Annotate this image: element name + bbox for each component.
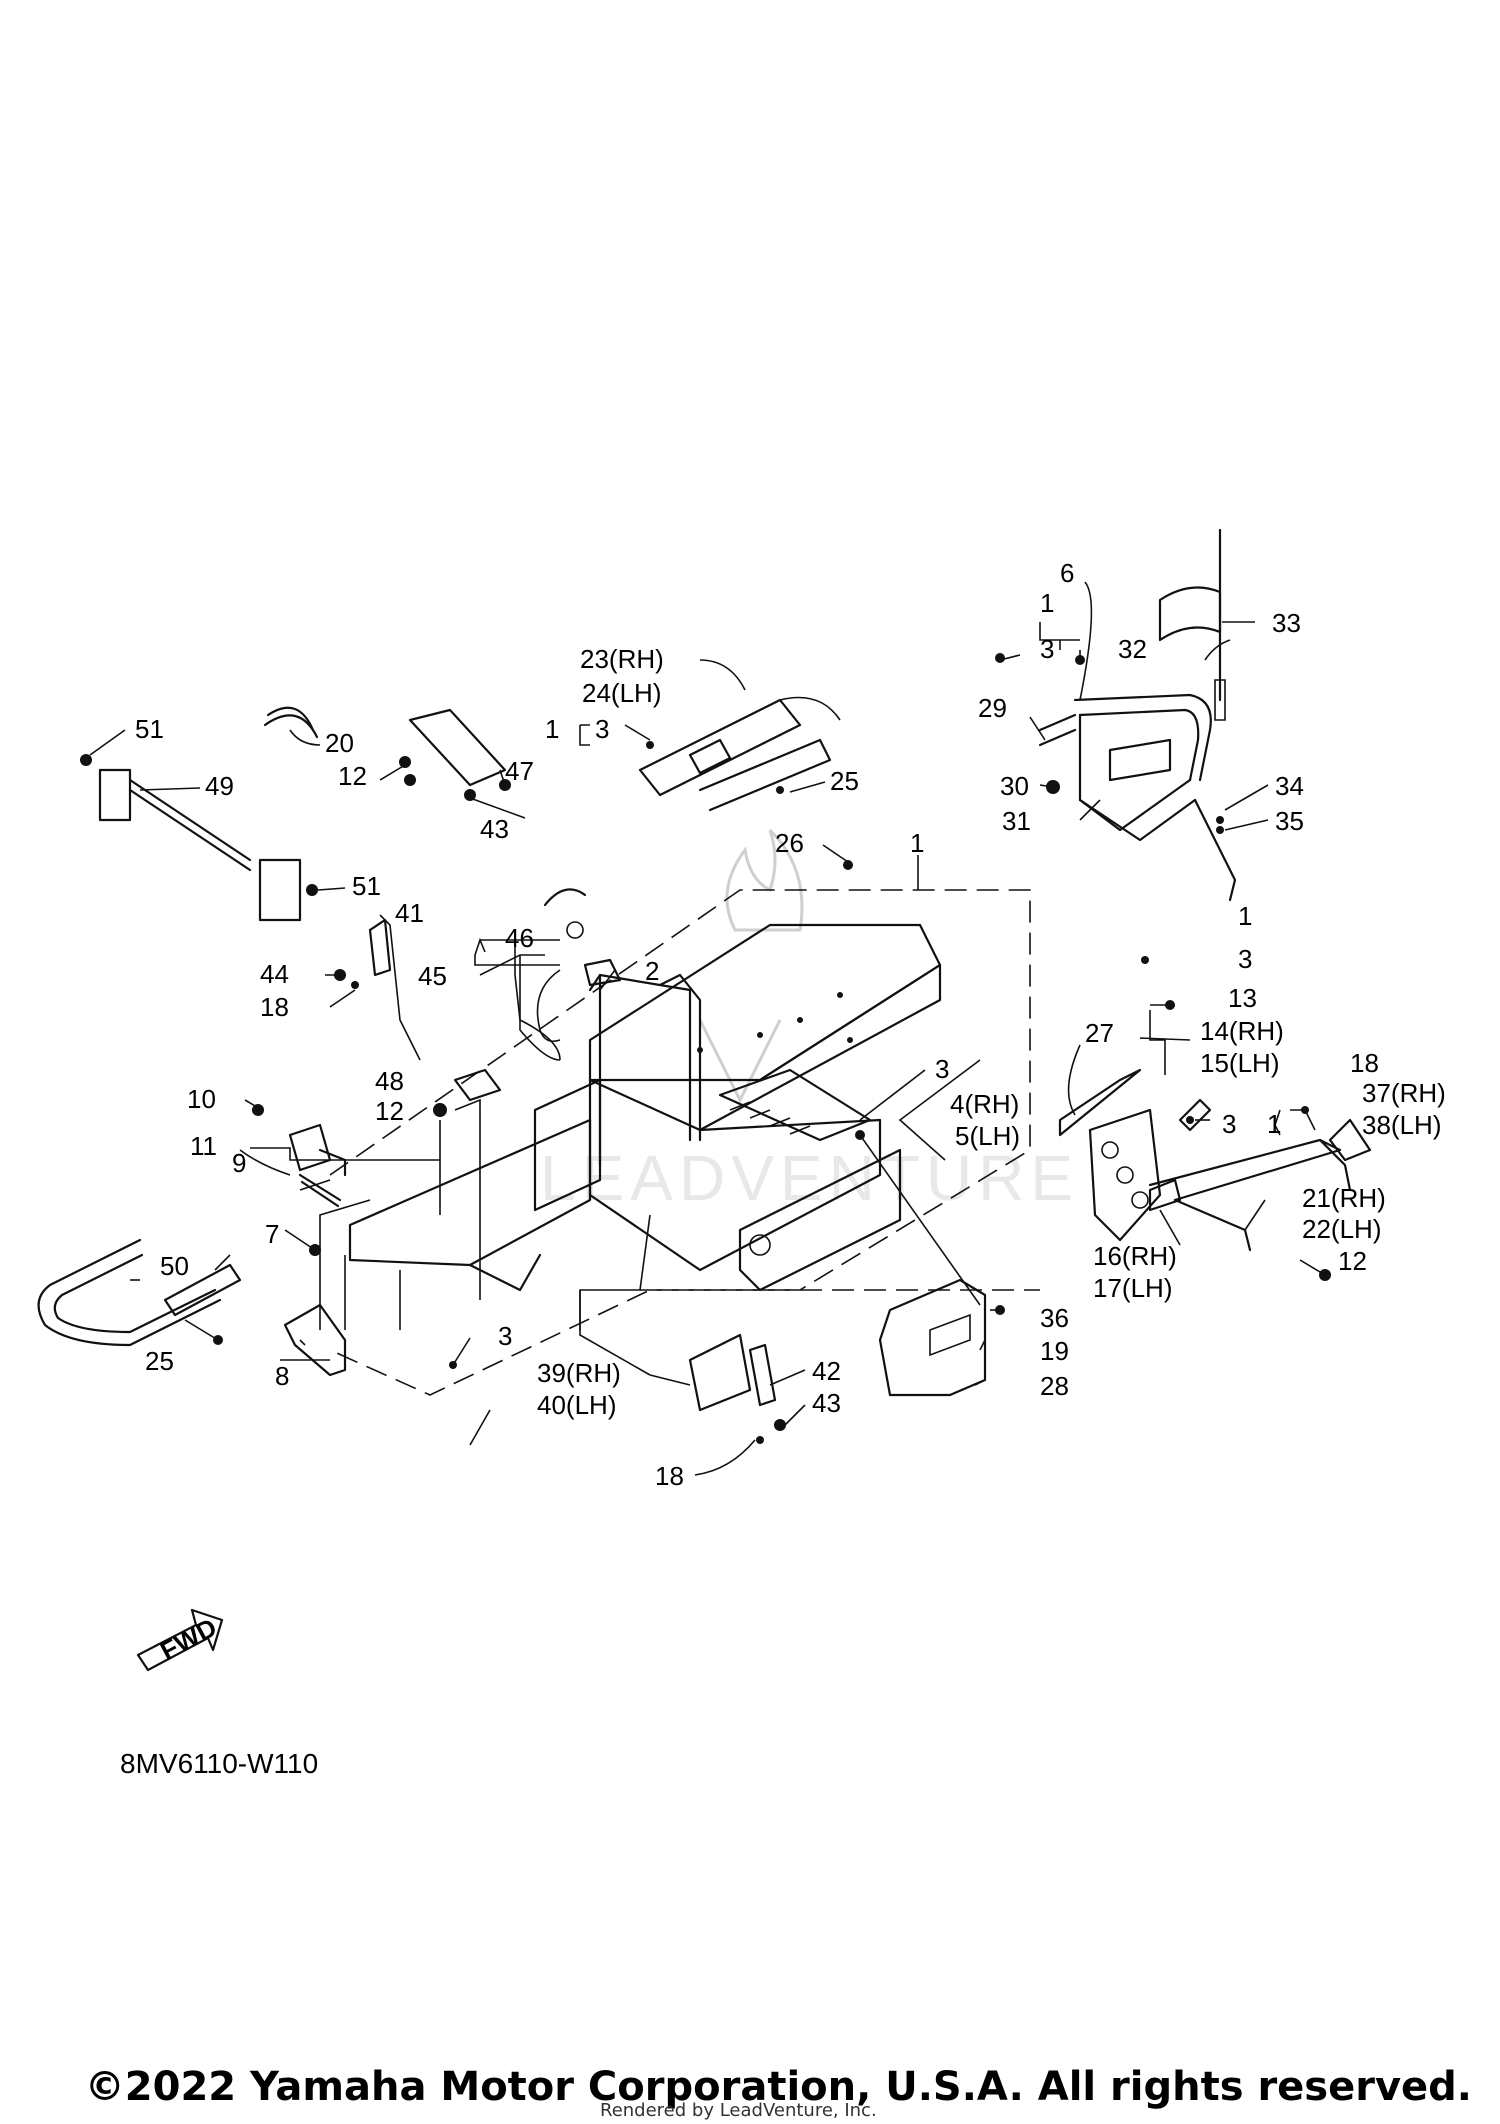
callout: 25 (830, 766, 859, 796)
part-2 (583, 958, 622, 987)
rail-23-24 (638, 696, 841, 812)
callout: 35 (1275, 806, 1304, 836)
plate-48 (433, 1068, 502, 1117)
grab-bar-29-33 (1038, 528, 1237, 902)
callout: 49 (205, 771, 234, 801)
rendered-by-notice: Rendered by LeadVenture, Inc. (600, 2100, 877, 2121)
callout: 29 (978, 693, 1007, 723)
callout: 12 (338, 761, 367, 791)
copyright-text: ©2022 Yamaha Motor Corporation, U.S.A. A… (84, 2064, 1472, 2110)
callout: 12 (375, 1096, 404, 1126)
callout: 6 (1060, 558, 1074, 588)
callout: 40(LH) (537, 1390, 616, 1420)
callout: 26 (775, 828, 804, 858)
callout: 3 (595, 714, 609, 744)
callout: 3 (1040, 634, 1054, 664)
callout: 19 (1040, 1336, 1069, 1366)
callout: 28 (1040, 1371, 1069, 1401)
callout: 1 (1267, 1109, 1281, 1139)
callout: 1 (545, 714, 559, 744)
callout: 3 (498, 1321, 512, 1351)
callout: 18 (655, 1461, 684, 1491)
callout: 16(RH) (1093, 1241, 1177, 1271)
callout: 44 (260, 959, 289, 989)
diagram-code: 8MV6110-W110 (120, 1748, 319, 1779)
copyright-notice: ©2022 Yamaha Motor Corporation, U.S.A. A… (0, 2064, 1500, 2110)
callout: 20 (325, 728, 354, 758)
callout: 1 (1238, 901, 1252, 931)
callout: 4(RH) (950, 1089, 1019, 1119)
callout: 3 (935, 1054, 949, 1084)
leader-lines (89, 581, 1326, 1476)
callout: 13 (1228, 983, 1257, 1013)
callout: 23(RH) (580, 644, 664, 674)
bracket-41 (334, 918, 392, 989)
callout: 18 (1350, 1048, 1379, 1078)
part-9 (298, 1173, 342, 1208)
callout: 33 (1272, 608, 1301, 638)
callout: 30 (1000, 771, 1029, 801)
callout: 8 (275, 1361, 289, 1391)
callout: 51 (352, 871, 381, 901)
callout: 43 (812, 1388, 841, 1418)
plate-8 (283, 1303, 347, 1377)
clip-20 (263, 706, 319, 739)
callout: 18 (260, 992, 289, 1022)
callout: 50 (160, 1251, 189, 1281)
callout: 48 (375, 1066, 404, 1096)
callout: 3 (1222, 1109, 1236, 1139)
callout: 15(LH) (1200, 1048, 1279, 1078)
bracket-assembly-12-47 (399, 708, 511, 801)
bracket-39-40 (688, 1333, 786, 1444)
callout: 17(LH) (1093, 1273, 1172, 1303)
callout: 10 (187, 1084, 216, 1114)
fasteners (309, 653, 1331, 1369)
frame-assembly-boundary (329, 889, 1040, 1396)
fwd-arrow-icon: FWD (136, 1608, 224, 1672)
callout: 27 (1085, 1018, 1114, 1048)
callout: 31 (1002, 806, 1031, 836)
flap-27 (1058, 1068, 1142, 1137)
callout: 51 (135, 714, 164, 744)
callout: 14(RH) (1200, 1016, 1284, 1046)
callout: 24(LH) (582, 678, 661, 708)
bumper-50 (37, 1238, 242, 1347)
callout: 41 (395, 898, 424, 928)
callout: 21(RH) (1302, 1183, 1386, 1213)
callout: 46 (505, 923, 534, 953)
callout: 43 (480, 814, 509, 844)
callout: 11 (190, 1131, 217, 1161)
callout: 25 (145, 1346, 174, 1376)
footrest-16-17 (1088, 1108, 1182, 1242)
callout: 9 (232, 1148, 246, 1178)
callout: 38(LH) (1362, 1110, 1441, 1140)
callout: 3 (1238, 944, 1252, 974)
shaft-assembly-49 (80, 754, 318, 922)
fwd-label: FWD (155, 1612, 221, 1666)
callout: 12 (1338, 1246, 1367, 1276)
callout: 45 (418, 961, 447, 991)
callout: 32 (1118, 634, 1147, 664)
callout: 22(LH) (1302, 1214, 1381, 1244)
callout: 1 (910, 828, 924, 858)
callout: 34 (1275, 771, 1304, 801)
side-panel-4-5 (738, 1148, 902, 1292)
callout: 37(RH) (1362, 1078, 1446, 1108)
callout: 1 (1040, 588, 1054, 618)
callout: 39(RH) (537, 1358, 621, 1388)
leadventure-watermark: LEADVENTURE (540, 828, 1079, 1214)
callout: 5(LH) (955, 1121, 1020, 1151)
callout: 47 (505, 756, 534, 786)
callout: 7 (265, 1219, 279, 1249)
callout-labels: 51 49 51 20 12 47 43 23(RH) 24(LH) 1 3 2… (135, 558, 1446, 1491)
module-10-11 (252, 1104, 347, 1177)
svg-text:LEADVENTURE: LEADVENTURE (540, 1142, 1079, 1214)
callout: 42 (812, 1356, 841, 1386)
main-frame (348, 923, 942, 1292)
callout: 2 (645, 956, 659, 986)
cover-19 (878, 1278, 987, 1397)
callout: 36 (1040, 1303, 1069, 1333)
